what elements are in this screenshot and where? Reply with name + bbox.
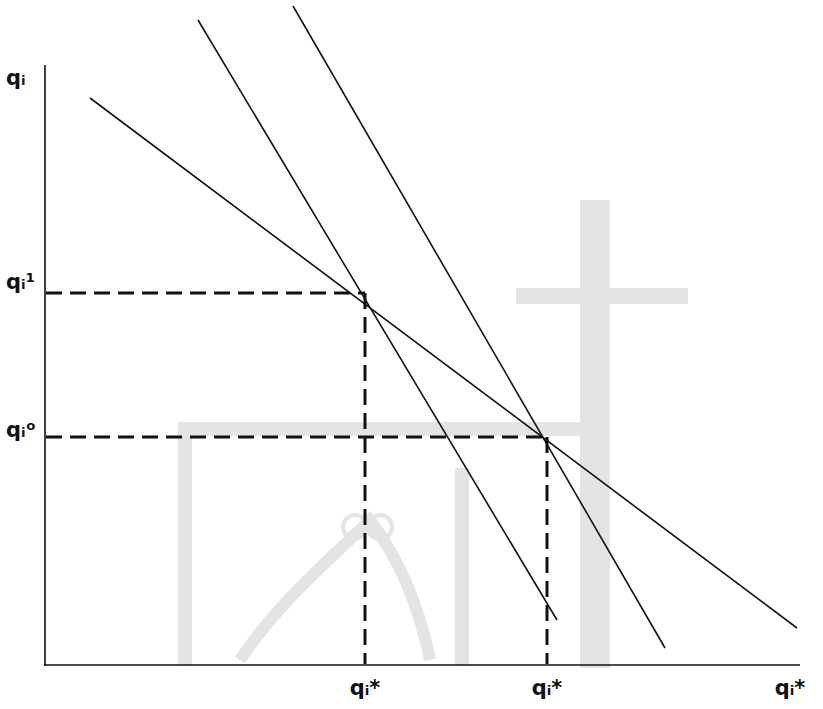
guide-line xyxy=(46,292,365,295)
tick-label: qᵢ* xyxy=(532,678,563,699)
watermark xyxy=(178,200,688,668)
reaction-curve xyxy=(90,98,797,628)
y-axis xyxy=(44,65,46,666)
x-axis xyxy=(44,664,800,666)
reaction-curve xyxy=(293,6,665,648)
guide-line xyxy=(364,293,367,664)
guide-line xyxy=(546,437,549,664)
guide-line xyxy=(46,436,547,439)
tick-label: qᵢ¹ xyxy=(6,272,35,293)
tick-label: qᵢ* xyxy=(350,678,381,699)
axis-label: qᵢ xyxy=(6,68,26,89)
tick-label: qᵢᵒ xyxy=(6,420,36,441)
axis-label: qᵢ* xyxy=(775,678,806,699)
reaction-curve xyxy=(198,20,557,620)
watermark-figure xyxy=(240,515,430,660)
